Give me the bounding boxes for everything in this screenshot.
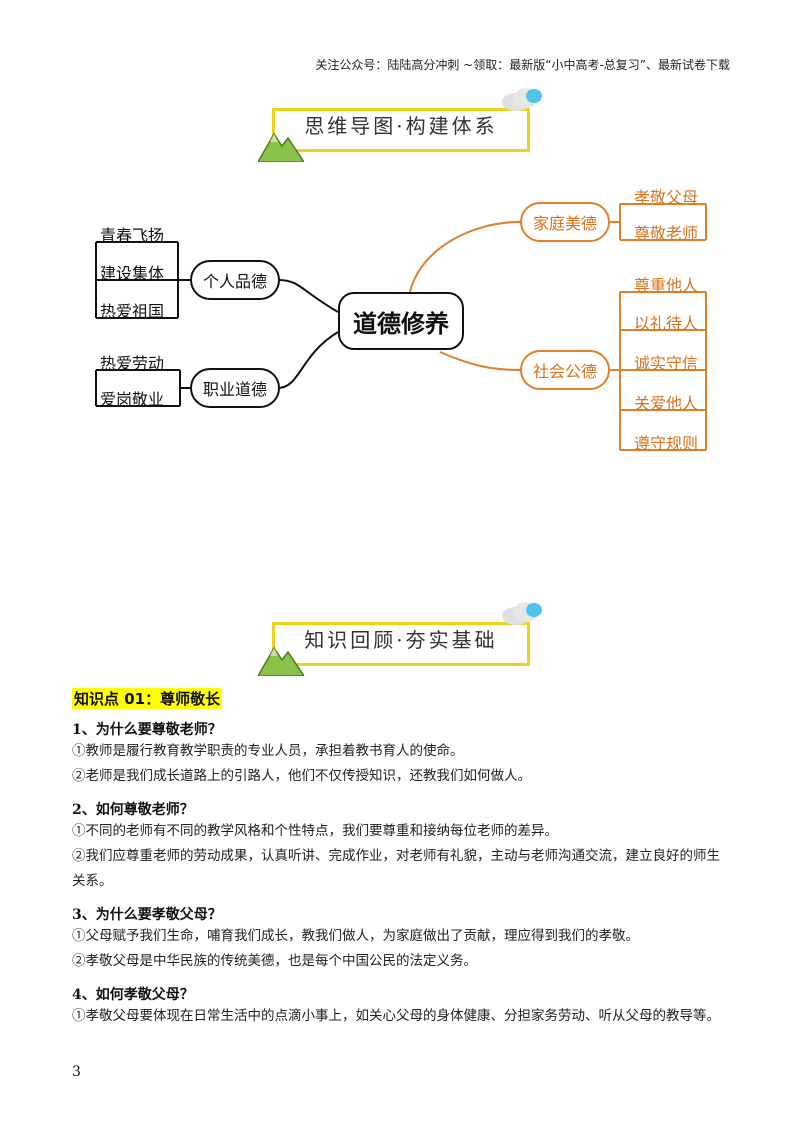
header-note: 关注公众号：陆陆高分冲刺 ~领取：最新版“小中高考-总复习”、最新试卷下载 — [315, 58, 730, 72]
banner-frame — [272, 622, 530, 666]
leaf-item: 热爱劳动 — [100, 354, 165, 373]
question-heading: 2、如何尊敬老师？ — [72, 802, 194, 818]
leaf-item: 建设集体 — [100, 264, 165, 283]
leaf-item: 诚实守信 — [634, 354, 699, 373]
paragraph: ①教师是履行教育教学职责的专业人员，承担着教书育人的使命。 — [72, 743, 464, 759]
banner-frame — [272, 108, 530, 152]
leaf-item: 孝敬父母 — [634, 188, 699, 207]
paragraph: ②我们应尊重老师的劳动成果，认真听讲、完成作业，对老师有礼貌，主动与老师沟通交流… — [72, 848, 720, 889]
paragraph: ②孝敬父母是中华民族的传统美德，也是每个中国公民的法定义务。 — [72, 953, 477, 969]
mountain-icon — [258, 132, 304, 162]
leaf-item: 关爱他人 — [634, 394, 699, 413]
knowledge-content: 知识点 01：尊师敬长 1、为什么要尊敬老师？ ①教师是履行教育教学职责的专业人… — [72, 688, 732, 1029]
banner-title: 思维导图·构建体系 — [304, 114, 498, 138]
center-node: 道德修养 — [338, 292, 464, 350]
leaf-item: 尊重他人 — [634, 276, 699, 295]
cloud-icon — [502, 88, 542, 111]
cloud-icon — [502, 602, 542, 625]
mind-map-connectors — [95, 203, 707, 451]
leaf-item: 青春飞扬 — [100, 226, 165, 245]
paragraph: ①父母赋予我们生命，哺育我们成长，教我们做人，为家庭做出了贡献，理应得到我们的孝… — [72, 928, 639, 944]
knowledge-banner: 知识回顾·夯实基础 — [258, 602, 544, 676]
branch-professional-ethics: 职业道德 — [190, 368, 280, 408]
paragraph: ①不同的老师有不同的教学风格和个性特点，我们要尊重和接纳每位老师的差异。 — [72, 823, 558, 839]
mindmap-banner: 思维导图·构建体系 — [258, 88, 544, 162]
mind-map: 道德修养 个人品德 职业道德 家庭美德 社会公德 青春飞扬 建设集体 热爱祖国 … — [0, 180, 800, 480]
question-heading: 1、为什么要尊敬老师？ — [72, 722, 222, 738]
paragraph: ②老师是我们成长道路上的引路人，他们不仅传授知识，还教我们如何做人。 — [72, 768, 531, 784]
banner-title: 知识回顾·夯实基础 — [304, 628, 498, 652]
leaf-item: 以礼待人 — [634, 314, 699, 333]
leaf-item: 热爱祖国 — [100, 302, 165, 321]
branch-social-ethics: 社会公德 — [520, 350, 610, 390]
leaf-item: 遵守规则 — [634, 434, 699, 453]
paragraph: ①孝敬父母要体现在日常生活中的点滴小事上，如关心父母的身体健康、分担家务劳动、听… — [72, 1008, 720, 1024]
branch-personal-morality: 个人品德 — [190, 260, 280, 300]
question-heading: 4、如何孝敬父母？ — [72, 987, 194, 1003]
question-heading: 3、为什么要孝敬父母？ — [72, 907, 222, 923]
knowledge-point-title: 知识点 01：尊师敬长 — [72, 688, 223, 709]
page-number: 3 — [72, 1064, 81, 1080]
branch-family-virtue: 家庭美德 — [520, 202, 610, 242]
leaf-item: 爱岗敬业 — [100, 390, 165, 409]
leaf-item: 尊敬老师 — [634, 224, 699, 243]
mountain-icon — [258, 646, 304, 676]
